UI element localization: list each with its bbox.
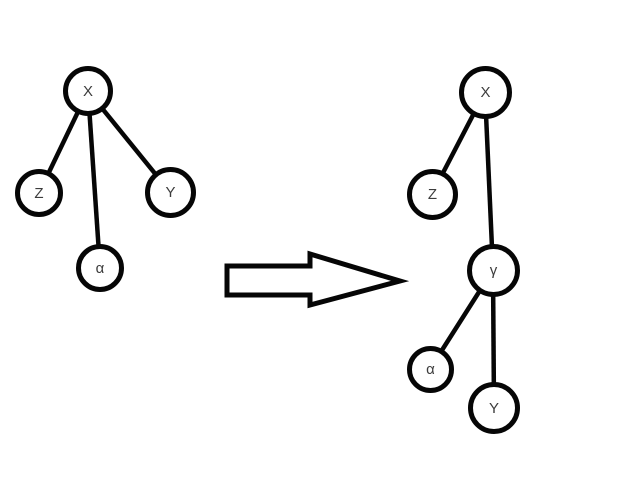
transform-arrow: [224, 250, 410, 309]
right-node-alpha-label: α: [426, 361, 435, 378]
left-node-x-label: X: [82, 82, 93, 100]
right-tree-node-gamma: γ: [467, 244, 520, 297]
right-tree-node-x: X: [459, 66, 512, 119]
left-tree-node-y: Y: [145, 167, 196, 218]
right-tree-node-z: Z: [407, 169, 458, 220]
right-tree-node-y: Y: [468, 382, 520, 434]
left-node-y-label: Y: [165, 184, 176, 201]
edge-left-x-alpha: [85, 90, 103, 269]
right-tree-node-alpha: α: [407, 346, 454, 393]
right-node-z-label: Z: [427, 186, 438, 203]
left-tree-node-alpha: α: [76, 244, 124, 292]
left-tree-node-z: Z: [15, 169, 63, 217]
edge-right-x-gamma: [482, 91, 496, 271]
right-node-y-label: Y: [488, 399, 499, 417]
right-node-gamma-label: γ: [489, 262, 498, 279]
left-tree-node-x: X: [63, 66, 113, 116]
left-node-alpha-label: α: [95, 259, 105, 277]
right-node-x-label: X: [480, 84, 491, 101]
left-node-z-label: Z: [34, 184, 44, 202]
